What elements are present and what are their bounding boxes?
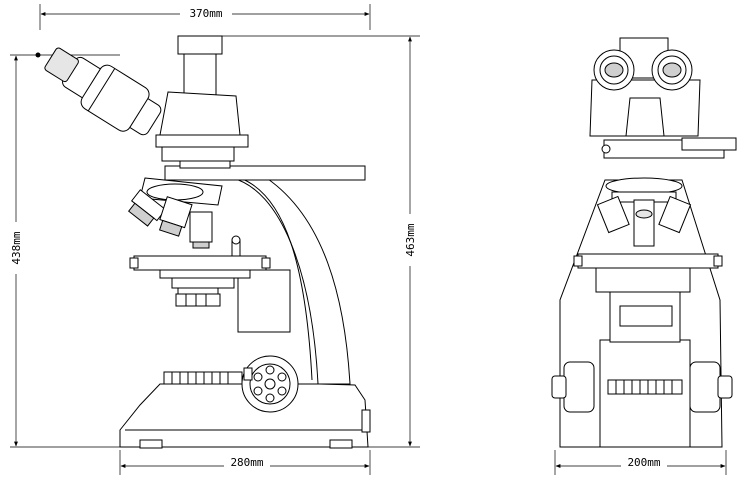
microscope-side-view: [44, 35, 371, 449]
front-base-width-label: 200mm: [627, 456, 660, 469]
left-height-label: 438mm: [10, 231, 23, 264]
right-height-label: 463mm: [404, 223, 417, 256]
microscope-front-view: [551, 37, 737, 448]
top-width-label: 370mm: [189, 7, 222, 20]
side-base-width-label: 280mm: [230, 456, 263, 469]
